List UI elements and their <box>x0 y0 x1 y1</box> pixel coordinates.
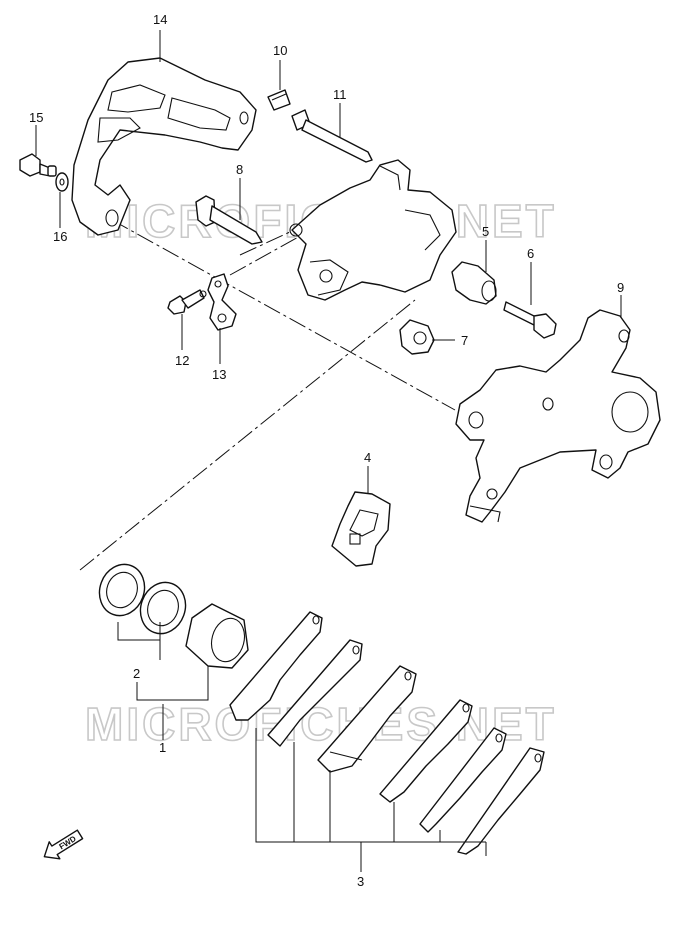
forward-direction-arrow: FWD <box>43 829 84 860</box>
part-5-boot <box>451 261 497 305</box>
callout-11: 11 <box>333 87 347 102</box>
part-7-sleeve <box>399 319 435 355</box>
part-12-bleeder-screw <box>167 289 207 315</box>
callout-8: 8 <box>236 162 243 177</box>
part-16-washer <box>55 172 69 192</box>
part-1-piston-seal-kit <box>98 563 249 669</box>
part-11-pad-pin <box>291 109 373 163</box>
callout-6: 6 <box>527 246 534 261</box>
callout-13: 13 <box>212 367 226 382</box>
callout-1: 1 <box>159 740 166 755</box>
leader-lines <box>35 30 622 872</box>
callout-14: 14 <box>153 12 167 27</box>
callouts: 14 15 16 10 11 8 12 13 5 6 7 9 4 2 1 3 <box>29 12 624 889</box>
part-10-cap <box>267 89 291 111</box>
callout-15: 15 <box>29 110 43 125</box>
callout-10: 10 <box>273 43 287 58</box>
part-8-slide-pin <box>195 195 263 245</box>
part-4-pad-spring <box>331 491 391 567</box>
part-3-brake-pads <box>229 611 545 855</box>
callout-7: 7 <box>461 333 468 348</box>
part-9-caliper-bracket <box>455 309 661 523</box>
part-6-pin-bolt <box>503 301 557 339</box>
callout-3: 3 <box>357 874 364 889</box>
part-14-caliper-guard <box>71 57 257 236</box>
callout-2: 2 <box>133 666 140 681</box>
callout-12: 12 <box>175 353 189 368</box>
part-15-bolt <box>19 153 57 177</box>
part-13-clip <box>207 273 237 331</box>
callout-4: 4 <box>364 450 371 465</box>
callout-9: 9 <box>617 280 624 295</box>
callout-5: 5 <box>482 224 489 239</box>
caliper-body <box>289 159 457 301</box>
callout-16: 16 <box>53 229 67 244</box>
assembly-guide-lines <box>79 219 456 571</box>
